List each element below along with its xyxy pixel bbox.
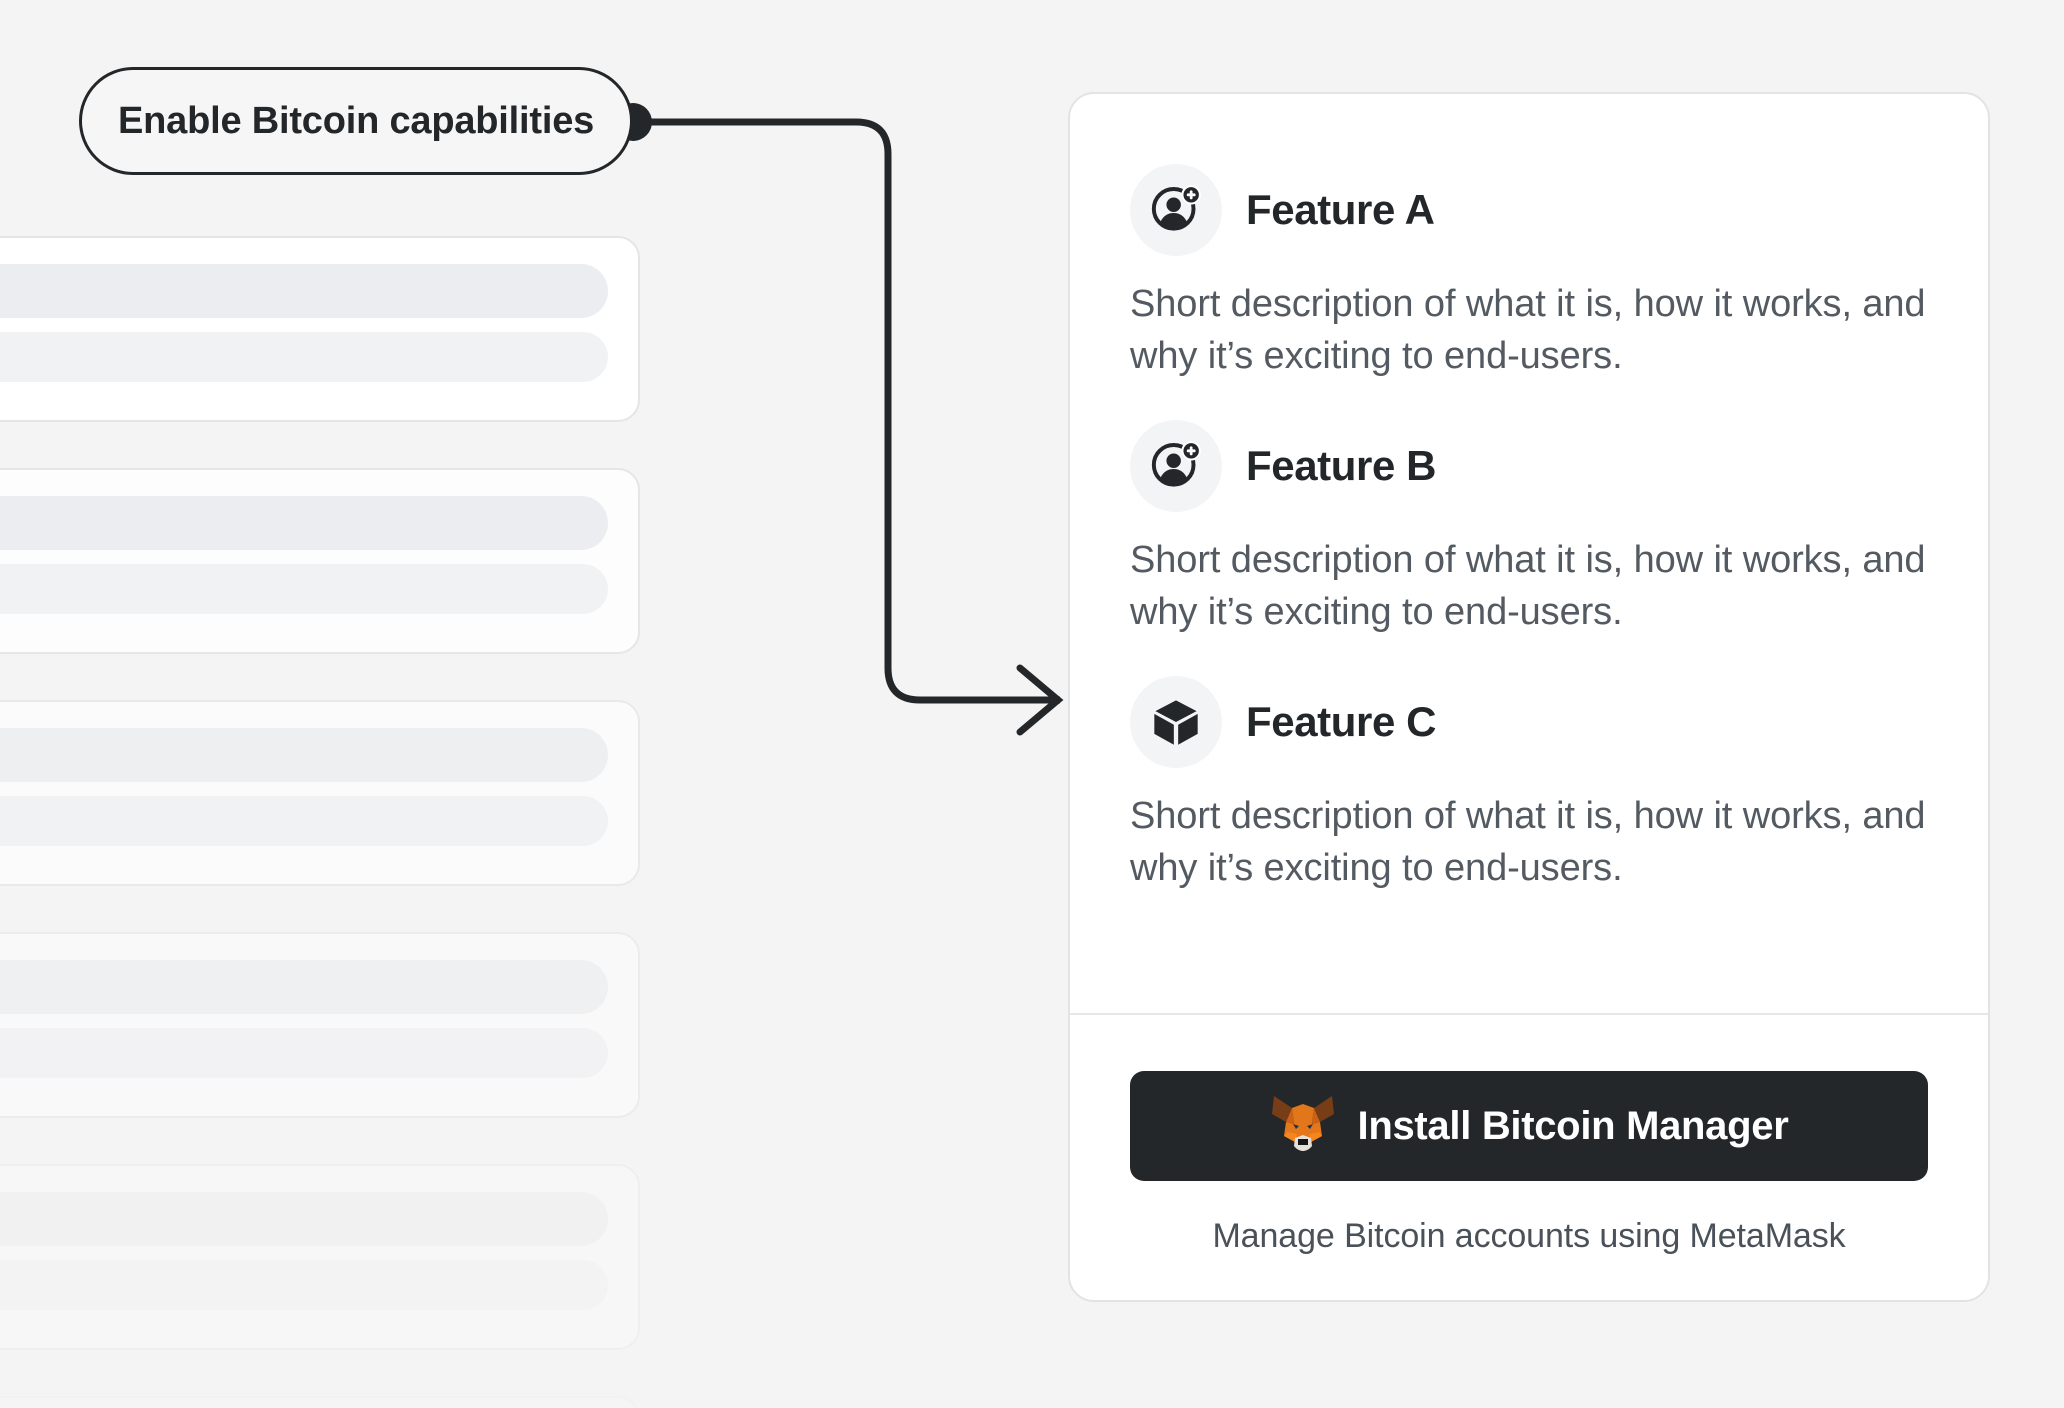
- feature-description: Short description of what it is, how it …: [1130, 539, 1926, 634]
- cube-icon: [1130, 676, 1222, 769]
- feature-card: Feature A Short description of what it i…: [1068, 92, 1990, 1302]
- skeleton-bar: [0, 960, 608, 1014]
- skeleton-card: [0, 700, 640, 886]
- feature-description: Short description of what it is, how it …: [1130, 283, 1926, 378]
- skeleton-card: [0, 236, 640, 422]
- skeleton-bar: [0, 264, 608, 318]
- skeleton-card: [0, 468, 640, 654]
- feature-row: Feature C Short description of what it i…: [1130, 676, 1928, 894]
- callout-pill: Enable Bitcoin capabilities: [79, 67, 634, 175]
- card-divider: [1070, 1013, 1988, 1015]
- skeleton-card: [0, 932, 640, 1118]
- skeleton-card: [0, 1164, 640, 1350]
- feature-header: Feature A: [1130, 164, 1928, 256]
- skeleton-bar: [0, 332, 608, 382]
- features-section: Feature A Short description of what it i…: [1070, 94, 1988, 1013]
- feature-header: Feature C: [1130, 676, 1928, 769]
- skeleton-placeholder-list: [0, 236, 640, 1408]
- feature-title: Feature C: [1246, 698, 1437, 746]
- feature-title: Feature B: [1246, 442, 1437, 490]
- feature-row: Feature B Short description of what it i…: [1130, 420, 1928, 638]
- feature-title: Feature A: [1246, 186, 1435, 233]
- install-bitcoin-manager-button[interactable]: Install Bitcoin Manager: [1130, 1071, 1928, 1181]
- skeleton-bar: [0, 1028, 608, 1078]
- install-section: Install Bitcoin Manager Manage Bitcoin a…: [1070, 1015, 1988, 1300]
- feature-header: Feature B: [1130, 420, 1928, 513]
- callout-label: Enable Bitcoin capabilities: [118, 99, 595, 142]
- skeleton-bar: [0, 496, 608, 550]
- skeleton-bar: [0, 728, 608, 782]
- feature-description: Short description of what it is, how it …: [1130, 795, 1926, 890]
- skeleton-bar: [0, 1192, 608, 1246]
- install-button-label: Install Bitcoin Manager: [1357, 1103, 1789, 1148]
- skeleton-bar: [0, 1260, 608, 1310]
- add-user-icon: [1130, 420, 1222, 513]
- add-user-icon: [1130, 164, 1222, 256]
- metamask-fox-icon: [1270, 1094, 1336, 1159]
- skeleton-bar: [0, 796, 608, 846]
- install-caption: Manage Bitcoin accounts using MetaMask: [1212, 1217, 1846, 1255]
- skeleton-bar: [0, 564, 608, 614]
- skeleton-card: [0, 1396, 640, 1408]
- feature-row: Feature A Short description of what it i…: [1130, 164, 1928, 382]
